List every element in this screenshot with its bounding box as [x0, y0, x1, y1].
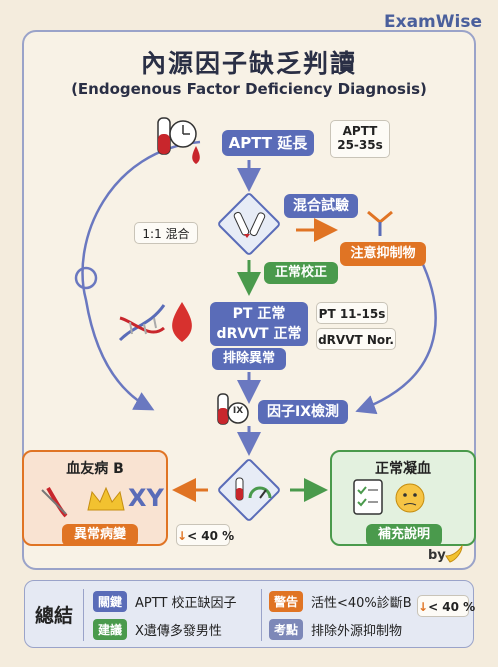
brand-logo: ExamWise — [384, 12, 482, 32]
mix-ratio-box: 1:1 混合 — [134, 222, 198, 244]
corrected-label: 正常校正 — [264, 262, 338, 284]
summary-divider — [83, 589, 84, 641]
normal-coagulation-title: 正常凝血 — [375, 461, 431, 477]
drvvt-normal-label: dRVVT 正常 — [216, 326, 302, 342]
aptt-prolonged-label: APTT 延長 — [222, 130, 314, 156]
summary-advice-text: X遺傳多發男性 — [135, 624, 222, 639]
xy-chromosome-label: XY — [128, 484, 164, 512]
ix-badge: IX — [232, 406, 244, 416]
right-loop-arrow — [355, 257, 437, 415]
summary-threshold-value: < 40 % — [428, 600, 476, 614]
pt-normal-label: PT 正常 — [232, 306, 286, 322]
threshold-value: < 40 % — [187, 529, 235, 543]
summary-panel: 總結 關鍵 APTT 校正缺因子 警告 活性<40%診斷B 建議 X遺傳多發男性… — [24, 580, 475, 648]
summary-warning-text: 活性<40%診斷B — [311, 596, 412, 611]
summary-threshold-box: ↓< 40 % — [417, 595, 475, 617]
summary-exam-text: 排除外源抑制物 — [311, 624, 403, 639]
factor-ix-test-label: 因子IX檢測 — [258, 400, 348, 424]
mix-test-label: 混合試驗 — [284, 194, 358, 218]
loop-ring-icon — [74, 266, 98, 290]
aptt-ref-line2: 25-35s — [337, 138, 383, 152]
summary-divider-mid — [261, 589, 262, 641]
hemophilia-b-title: 血友病 B — [66, 461, 124, 477]
tag-exam-point: 考點 — [269, 619, 304, 640]
threshold-box: ↓< 40 % — [176, 524, 234, 546]
pt-reference-box: PT 11-15s — [316, 302, 388, 324]
inhibitor-note-label: 注意抑制物 — [340, 242, 426, 266]
tag-warning: 警告 — [269, 591, 304, 612]
abnormal-lesion-label: 異常病變 — [62, 524, 138, 546]
aptt-ref-line1: APTT — [342, 124, 378, 138]
pt-drvvt-box: PT 正常 dRVVT 正常 — [210, 302, 308, 346]
tag-key: 關鍵 — [93, 591, 128, 612]
tag-advice: 建議 — [93, 619, 128, 640]
page-subtitle: (Endogenous Factor Deficiency Diagnosis) — [71, 80, 427, 98]
down-arrow-icon: ↓ — [177, 529, 188, 543]
summary-key-text: APTT 校正缺因子 — [135, 596, 237, 611]
summary-title: 總結 — [35, 605, 74, 627]
drvvt-reference-box: dRVVT Nor. — [316, 328, 396, 350]
summary-down-arrow-icon: ↓ — [418, 600, 429, 614]
page-title: 內源因子缺乏判讀 — [140, 49, 357, 78]
exclude-abnormal-label: 排除異常 — [212, 348, 286, 370]
by-credit: by — [428, 548, 446, 563]
supplementary-note-label: 補充說明 — [366, 524, 442, 546]
aptt-reference-box: APTT 25-35s — [330, 120, 390, 158]
